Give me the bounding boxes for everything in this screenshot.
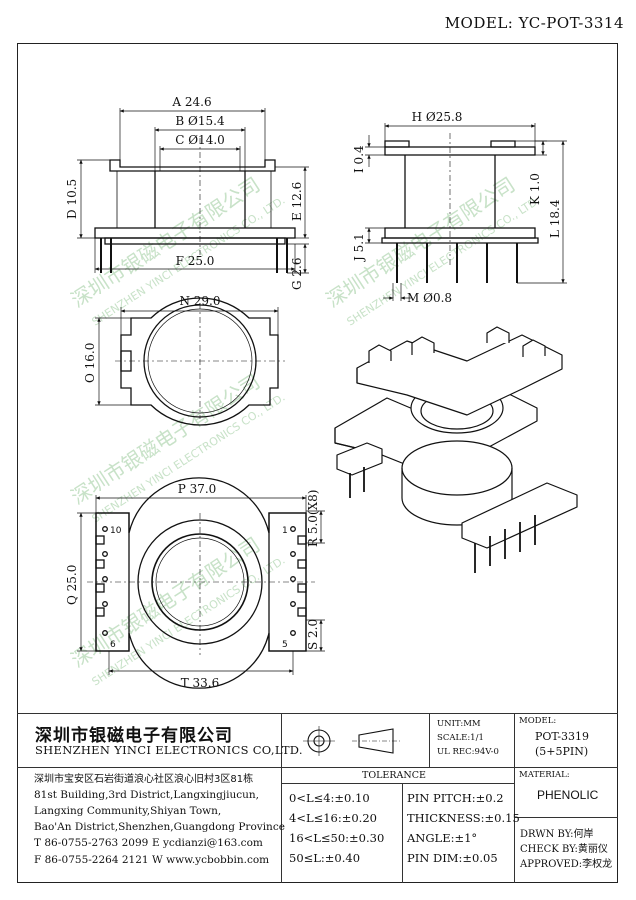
company-name-en: SHENZHEN YINCI ELECTRONICS CO,LTD. [35, 743, 303, 757]
title-block-top-line [17, 713, 618, 714]
material-divider [514, 817, 618, 818]
telephone: T 86-0755-2763 2099 [34, 837, 149, 849]
dim-m: M Ø0.8 [407, 291, 452, 305]
pin-label-5: 5 [282, 640, 288, 650]
dim-f: F 25.0 [176, 254, 215, 268]
fax: F 86-0755-2264 2121 [34, 854, 149, 866]
title-block-vline-3 [514, 713, 515, 883]
title-block: 深圳市银磁电子有限公司 SHENZHEN YINCI ELECTRONICS C… [17, 713, 618, 883]
dim-k: K 1.0 [528, 173, 542, 205]
model-value: POT-3319 [535, 730, 590, 743]
pin-label-1: 1 [282, 526, 288, 536]
dim-e: E 12.6 [290, 182, 304, 221]
approved-by: APPROVED:李权龙 [520, 859, 613, 870]
dim-s: S 2.0 [306, 619, 320, 650]
isometric-view [334, 326, 578, 573]
watermark-cn-1: 深圳市银磁电子有限公司 [67, 172, 265, 312]
drawn-by: DRWN BY:何岸 [520, 829, 594, 840]
top-view [115, 297, 285, 426]
tolerance-divider [402, 783, 403, 883]
dim-a: A 24.6 [171, 95, 211, 109]
tolerance-range-2: 4<L≤16:±0.20 [289, 811, 377, 825]
dim-b: B Ø15.4 [175, 114, 225, 128]
tolerance-range-3: 16<L≤50:±0.30 [289, 831, 385, 845]
tolerance-range-4: 50≤L:±0.40 [289, 851, 361, 865]
address-cn: 深圳市宝安区石岩街道浪心社区浪心旧村3区81栋 [34, 774, 254, 785]
unit: UNIT:MM [437, 719, 481, 729]
pin-pitch-tolerance: PIN PITCH:±0.2 [407, 791, 504, 805]
technical-drawing: 深圳市银磁电子有限公司 SHENZHEN YINCI ELECTRONICS C… [65, 95, 578, 690]
address-en-3: Bao'An District,Shenzhen,Guangdong Provi… [34, 821, 285, 833]
dim-c: C Ø14.0 [175, 133, 225, 147]
dim-l: L 18.4 [548, 199, 562, 238]
dim-d: D 10.5 [65, 179, 79, 219]
title-block-divider [17, 767, 618, 768]
pin-dim-tolerance: PIN DIM:±0.05 [407, 851, 498, 865]
dim-n: N 29.0 [179, 294, 220, 308]
title-block-vline-1 [281, 713, 282, 883]
dim-i: I 0.4 [352, 145, 366, 173]
dim-o: O 16.0 [83, 343, 97, 383]
dim-q: Q 25.0 [65, 565, 79, 605]
bottom-view [87, 477, 315, 689]
dim-g: G 2.6 [290, 258, 304, 290]
address-en-1: 81st Building,3rd District,Langxingjiucu… [34, 789, 259, 801]
title-block-vline-2 [429, 713, 430, 767]
front-view-dimensions [77, 108, 309, 274]
dim-j: J 5.1 [352, 233, 366, 263]
bottom-view-dimensions [77, 495, 325, 675]
address-en-2: Langxing Community,Shiyan Town, [34, 805, 222, 817]
tolerance-range-1: 0<L≤4:±0.10 [289, 791, 370, 805]
checked-by: CHECK BY:黄丽仪 [520, 844, 608, 855]
model-label: MODEL: [519, 716, 557, 726]
watermark-cn-3: 深圳市银磁电子有限公司 [67, 369, 265, 509]
dim-h: H Ø25.8 [412, 110, 463, 124]
email: E ycdianzi@163.com [152, 837, 263, 849]
material-value: PHENOLIC [537, 788, 599, 802]
thickness-tolerance: THICKNESS:±0.15 [407, 811, 520, 825]
dim-r: R 5.0(X8) [306, 490, 320, 547]
top-view-dimensions [95, 307, 279, 406]
website: W www.ycbobbin.com [152, 854, 270, 866]
tolerance-header-line [281, 783, 514, 784]
model-title: MODEL: YC-POT-3314 [444, 14, 624, 32]
model-pin-count: (5+5PIN) [535, 745, 589, 758]
scale: SCALE:1/1 [437, 733, 484, 743]
projection-symbol-icon [303, 726, 401, 756]
angle-tolerance: ANGLE:±1° [407, 831, 478, 845]
ul-rec: UL REC:94V-0 [437, 747, 499, 757]
side-view-dimensions [365, 123, 567, 301]
pin-label-6: 6 [110, 640, 116, 650]
company-name-cn: 深圳市银磁电子有限公司 [35, 726, 233, 746]
drawing-sheet-border [17, 43, 618, 883]
pin-label-10: 10 [110, 526, 122, 536]
dim-t: T 33.6 [181, 676, 220, 690]
tolerance-title: TOLERANCE [362, 770, 426, 781]
dim-p: P 37.0 [178, 482, 217, 496]
material-label: MATERIAL: [519, 770, 570, 780]
